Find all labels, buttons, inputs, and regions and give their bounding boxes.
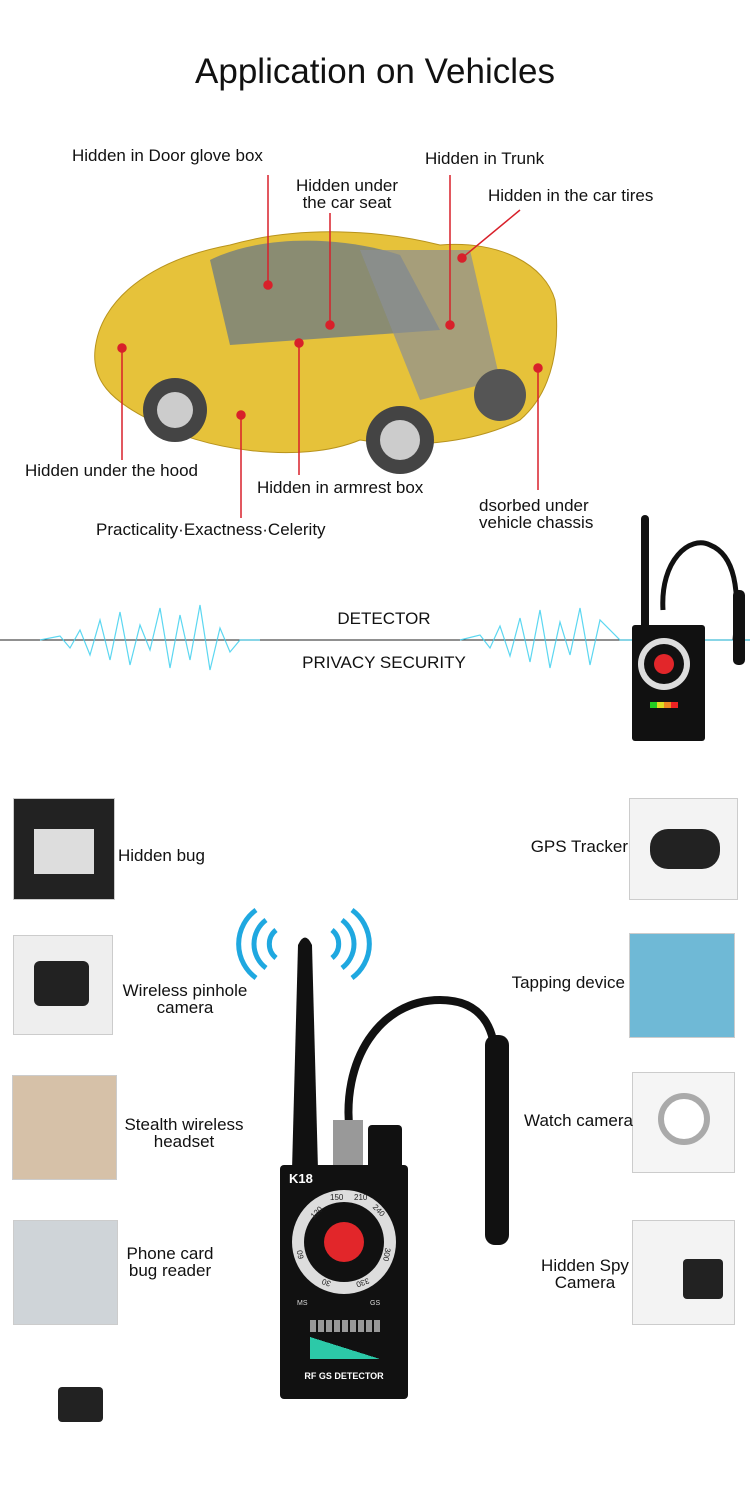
hidden-bug-image (13, 798, 115, 900)
left-item-label: Wireless pinhole (122, 981, 248, 1000)
dial-mark: 300 (381, 1247, 393, 1262)
watch-camera-image (632, 1072, 735, 1173)
left-item-label: bug reader (128, 1261, 212, 1280)
slogan: Practicality·Exactness·Celerity (96, 520, 326, 539)
spy-camera-image (632, 1220, 735, 1325)
right-item-label: Camera (554, 1273, 616, 1292)
wireless-headset-image (12, 1075, 117, 1180)
label-hood: Hidden under the hood (25, 461, 198, 480)
label-trunk: Hidden in Trunk (425, 149, 545, 168)
left-item-label: headset (153, 1132, 215, 1151)
left-item-label: camera (156, 998, 214, 1017)
signal-led-bar (310, 1320, 380, 1332)
device-model: K18 (289, 1171, 313, 1186)
banner-detector: DETECTOR (337, 609, 431, 628)
gps-tracker-image (629, 798, 738, 900)
label-tires: Hidden in the car tires (488, 186, 654, 205)
phone-card-reader-image (13, 1220, 118, 1325)
dial-mark: 210 (354, 1193, 368, 1202)
signal-wave (0, 604, 750, 671)
label-seat-1: Hidden under (295, 176, 399, 195)
sim-bug-image (13, 1357, 117, 1453)
pinhole-camera-image (13, 935, 113, 1035)
tapping-device-image (629, 933, 735, 1038)
left-item-label: Stealth wireless (124, 1115, 244, 1134)
dial-mark: 60 (295, 1249, 306, 1260)
power-button[interactable] (324, 1222, 364, 1262)
left-item-label: Hidden bug (118, 846, 205, 865)
dial-mark: 30 (320, 1276, 333, 1289)
signal-strength-meter (310, 1337, 380, 1359)
left-item-label: Phone card (126, 1244, 214, 1263)
label-chassis-1: dsorbed under (479, 496, 589, 515)
device-label: RF GS DETECTOR (304, 1371, 384, 1381)
label-glove-box: Hidden in Door glove box (72, 146, 263, 165)
label-armrest: Hidden in armrest box (257, 478, 424, 497)
page-title: Application on Vehicles (195, 52, 555, 91)
detector-body: K18 120 150 210 240 300 330 30 60 MS GS … (280, 1165, 408, 1399)
dial-mark: 150 (330, 1193, 344, 1202)
right-item-label: GPS Tracker (530, 837, 628, 856)
label-chassis-2: vehicle chassis (479, 513, 594, 532)
right-item-label: Tapping device (511, 973, 625, 992)
right-item-label: Watch camera (524, 1111, 633, 1130)
right-item-label: Hidden Spy (541, 1256, 629, 1275)
frequency-dial: 120 150 210 240 300 330 30 60 (292, 1190, 396, 1294)
small-detector-image (632, 515, 745, 741)
ms-key-label: MS (297, 1300, 308, 1307)
label-seat-2: the car seat (302, 193, 392, 212)
banner-privacy: PRIVACY SECURITY (302, 653, 466, 672)
gs-key-label: GS (370, 1300, 381, 1307)
car-illustration (94, 175, 558, 518)
